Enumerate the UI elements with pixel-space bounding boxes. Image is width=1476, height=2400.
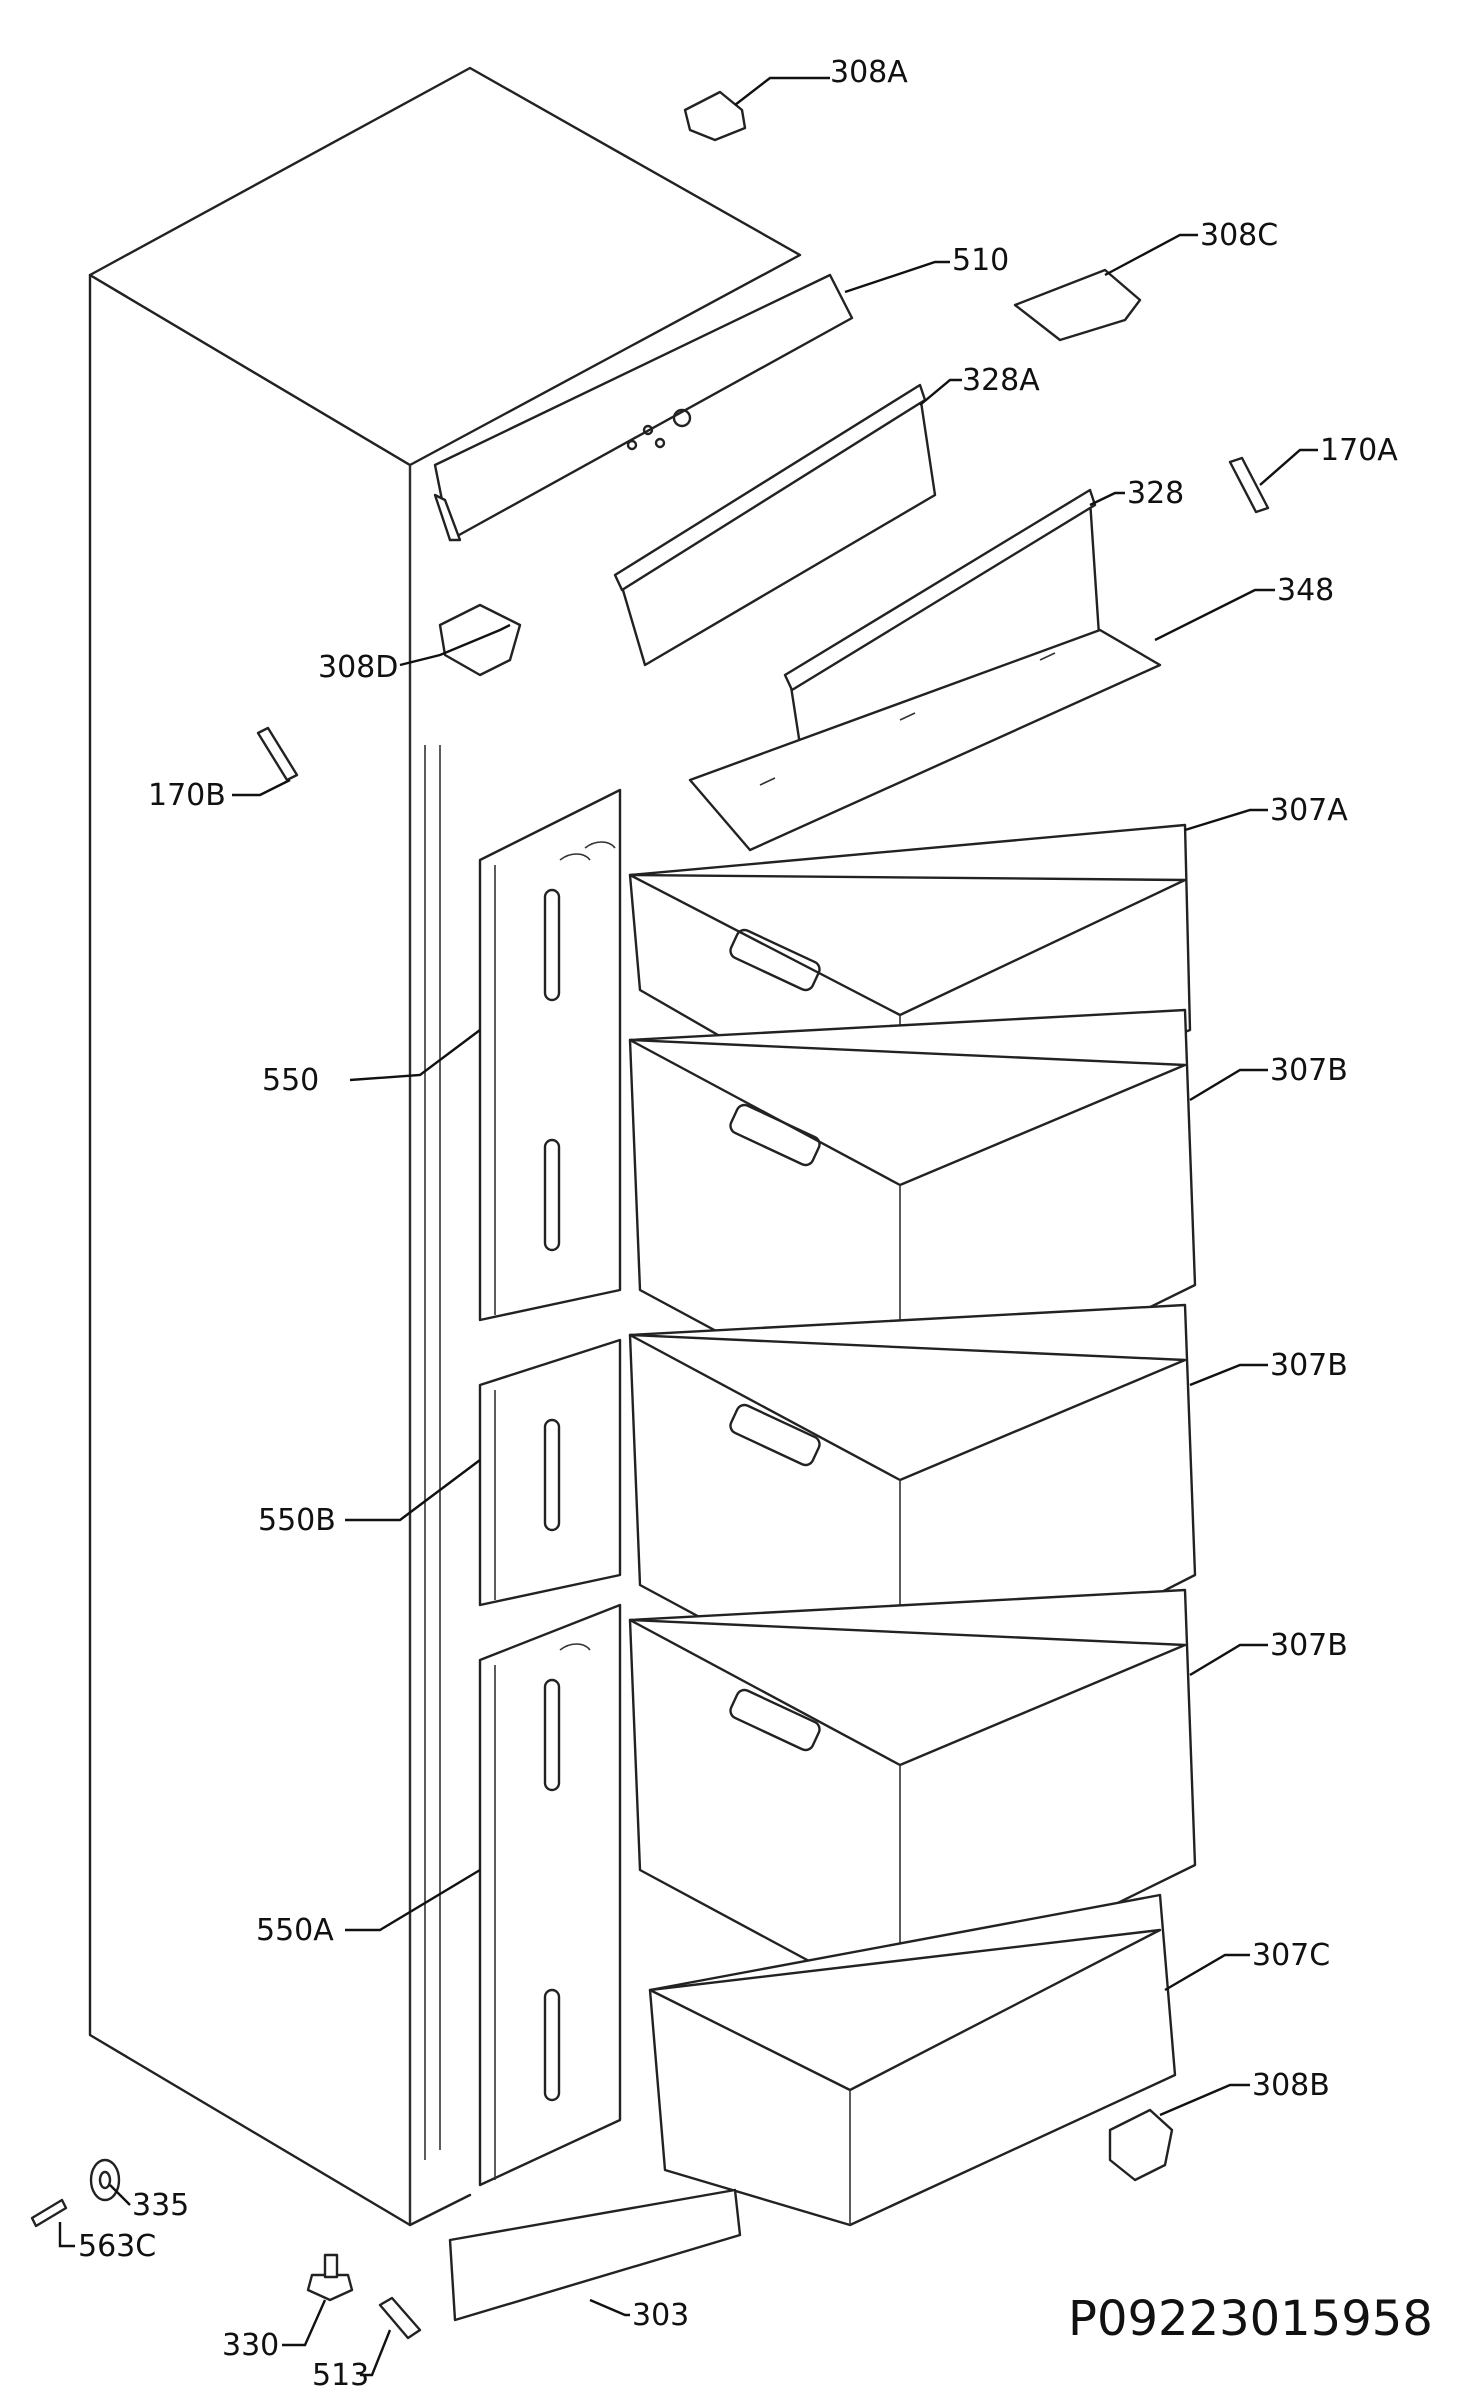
label-307b-3: 307B	[1270, 1628, 1348, 1663]
door-liner-550a	[478, 1603, 622, 2187]
label-335: 335	[132, 2188, 189, 2223]
label-550a: 550A	[256, 1913, 334, 1948]
label-563c: 563C	[78, 2229, 156, 2264]
drawer-307c	[648, 1893, 1177, 2227]
label-510: 510	[952, 243, 1009, 278]
leader-lines	[58, 76, 1318, 2377]
label-170b: 170B	[148, 778, 226, 813]
label-348: 348	[1277, 573, 1334, 608]
part-labels: 308A 510 308C 328A 170A 328 348 308D 170…	[78, 55, 1433, 2393]
label-307a: 307A	[1270, 793, 1348, 828]
hinge-308a	[683, 90, 747, 142]
cabinet-body	[88, 66, 802, 2227]
label-328a: 328A	[962, 363, 1040, 398]
foot-330	[306, 2253, 354, 2302]
door-liner-550	[478, 788, 622, 1322]
label-308a: 308A	[830, 55, 908, 90]
label-170a: 170A	[1320, 433, 1398, 468]
hinge-308b	[1108, 2108, 1174, 2182]
label-307b-2: 307B	[1270, 1348, 1348, 1383]
label-330: 330	[222, 2328, 279, 2363]
hinge-308c	[1013, 268, 1142, 342]
glass-shelf-348	[688, 628, 1162, 852]
label-328: 328	[1127, 476, 1184, 511]
clip-170a	[1228, 456, 1270, 514]
label-550: 550	[262, 1063, 319, 1098]
kickplate-303	[448, 2188, 742, 2322]
door-basket-328a	[613, 383, 937, 667]
label-307b-1: 307B	[1270, 1053, 1348, 1088]
label-308c: 308C	[1200, 218, 1278, 253]
label-307c: 307C	[1252, 1938, 1330, 1973]
control-panel-510	[433, 273, 854, 542]
label-308b: 308B	[1252, 2068, 1330, 2103]
label-550b: 550B	[258, 1503, 336, 1538]
clip-170b	[256, 726, 299, 782]
hinge-308d	[438, 603, 522, 677]
label-513: 513	[312, 2358, 369, 2393]
door-liner-550b	[478, 1338, 622, 1607]
bracket-513	[378, 2296, 422, 2340]
spacer-335	[89, 2158, 121, 2202]
label-303: 303	[632, 2298, 689, 2333]
document-code: P09223015958	[1068, 2291, 1433, 2347]
label-308d: 308D	[318, 650, 398, 685]
pin-563c	[30, 2198, 68, 2228]
